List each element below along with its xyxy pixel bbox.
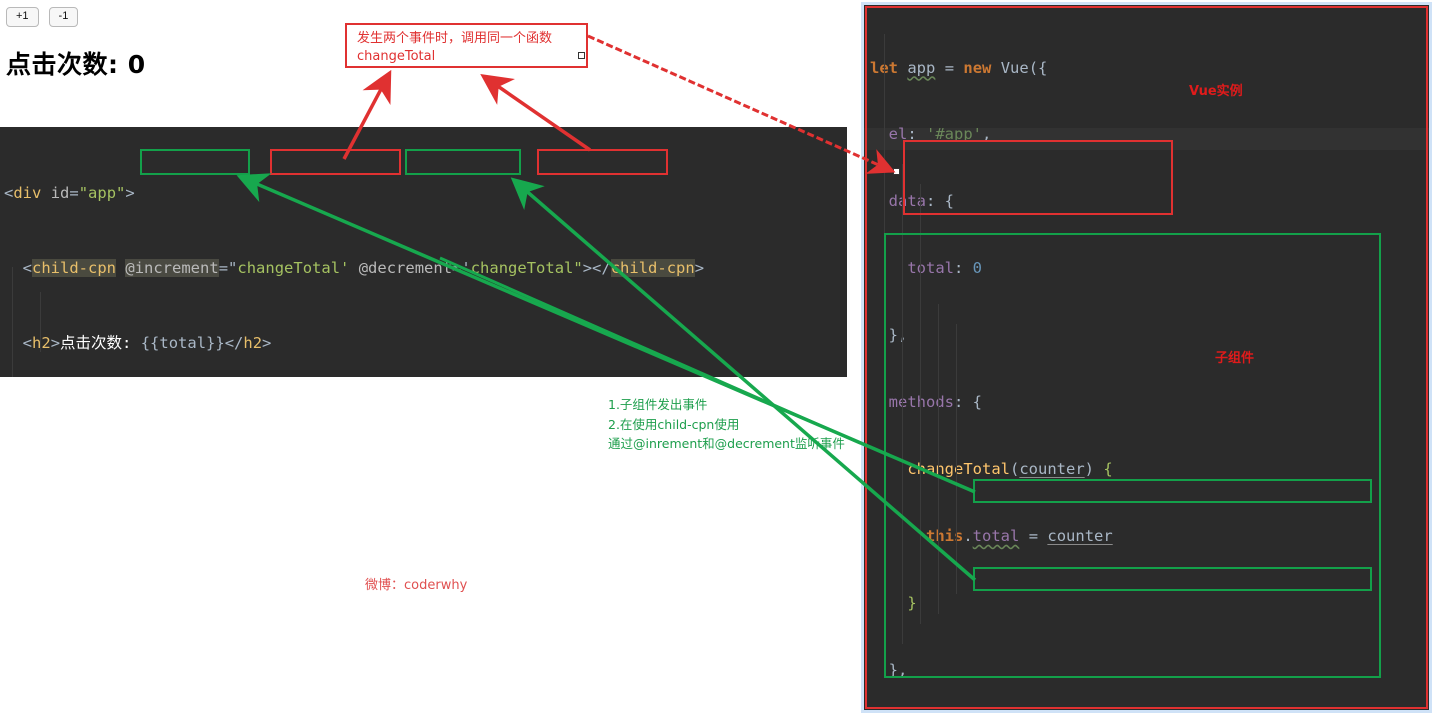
indent-guide xyxy=(40,292,41,352)
code-line: <child-cpn @increment="changeTotal' @dec… xyxy=(22,259,705,277)
code-line: let app = new Vue({ xyxy=(870,58,1048,77)
indent-guide xyxy=(920,184,921,624)
indent-guide xyxy=(956,324,957,594)
left-code-block: <div id="app"> <child-cpn @increment="ch… xyxy=(0,127,847,377)
green-note-line-2: 2.在使用child-cpn使用 xyxy=(608,416,740,432)
red-note-line-1: 发生两个事件时，调用同一个函数 xyxy=(357,31,553,46)
connector-handle-method[interactable] xyxy=(893,168,900,175)
vue-instance-label: Vue实例 xyxy=(1189,84,1243,99)
code-line: el: '#app', xyxy=(888,125,992,144)
connector-handle-note[interactable] xyxy=(578,52,585,59)
click-count-heading: 点击次数: 0 xyxy=(6,50,146,79)
green-annotation-note: 1.子组件发出事件 2.在使用child-cpn使用 通过@inrement和@… xyxy=(608,395,864,454)
demo-button-group: +1 -1 xyxy=(6,7,79,27)
green-note-line-3: 通过@inrement和@decrement监听事件 xyxy=(608,436,845,451)
code-line: } xyxy=(907,593,917,612)
code-line: <div id="app"> xyxy=(4,184,135,202)
decrement-button[interactable]: -1 xyxy=(48,7,79,27)
code-line: this.total = counter xyxy=(926,526,1113,545)
code-line: total: 0 xyxy=(907,259,983,278)
red-note-line-2: changeTotal xyxy=(357,49,436,64)
editor-current-line xyxy=(862,128,1430,150)
indent-guide xyxy=(12,267,13,377)
right-code-block: let app = new Vue({ el: '#app', data: { … xyxy=(862,4,1430,711)
increment-button[interactable]: +1 xyxy=(6,7,39,27)
code-line: <h2>点击次数: {{total}}</h2> xyxy=(22,334,272,352)
red-annotation-note: 发生两个事件时，调用同一个函数 changeTotal xyxy=(345,23,588,68)
code-line: }, xyxy=(888,660,908,679)
code-line: changeTotal(counter) { xyxy=(907,459,1113,478)
code-line: data: { xyxy=(888,192,954,211)
green-note-line-1: 1.子组件发出事件 xyxy=(608,397,708,412)
child-component-label: 子组件 xyxy=(1215,351,1255,366)
code-line: }, xyxy=(888,326,908,345)
indent-guide xyxy=(884,34,885,674)
weibo-credit: 微博：coderwhy xyxy=(365,578,468,593)
code-line: methods: { xyxy=(888,393,982,412)
indent-guide xyxy=(902,164,903,644)
indent-guide xyxy=(938,304,939,614)
